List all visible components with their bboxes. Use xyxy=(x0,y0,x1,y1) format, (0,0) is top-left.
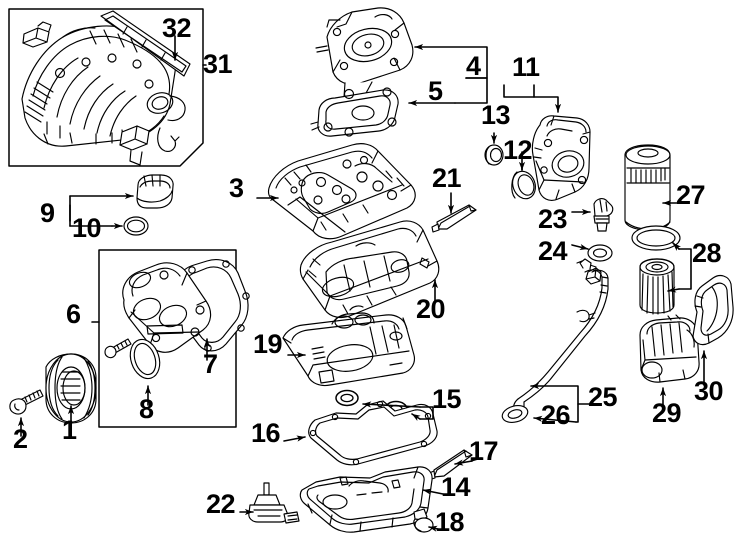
callout-23[interactable]: 23 xyxy=(538,204,568,234)
part-oil-filler-cap-seal xyxy=(123,216,149,236)
part-intake-manifold-gasket xyxy=(100,10,191,77)
part-oil-pressure-switch xyxy=(593,198,614,232)
callout-12[interactable]: 12 xyxy=(503,135,533,165)
callout-15[interactable]: 15 xyxy=(432,384,462,414)
part-crankshaft-front-seal xyxy=(511,170,536,200)
part-camshaft-seal-plug xyxy=(484,144,504,166)
part-engine-oil-cooler xyxy=(639,314,700,383)
part-vacuum-pump-housing xyxy=(315,7,414,98)
part-oil-drain-plug xyxy=(413,508,434,533)
callout-1[interactable]: 1 xyxy=(62,415,77,445)
part-dipstick-tube-seal xyxy=(501,404,529,424)
callout-11[interactable]: 11 xyxy=(512,52,540,82)
part-intake-manifold xyxy=(21,25,186,147)
callout-9[interactable]: 9 xyxy=(40,198,55,228)
part-timing-cover-bolt xyxy=(104,338,132,359)
part-valve-cover xyxy=(267,143,416,240)
callout-25[interactable]: 25 xyxy=(588,382,618,412)
part-manifold-bracket-lower xyxy=(119,125,150,166)
callout-19[interactable]: 19 xyxy=(253,329,283,359)
leader-lines xyxy=(17,35,708,532)
callout-28[interactable]: 28 xyxy=(692,238,722,268)
part-oil-filter-cartridge xyxy=(624,144,671,231)
part-oil-pan xyxy=(299,466,433,533)
callout-30[interactable]: 30 xyxy=(694,376,724,406)
callout-8[interactable]: 8 xyxy=(139,394,154,424)
part-vacuum-pump-gasket xyxy=(310,87,399,137)
part-oil-pressure-switch-seal xyxy=(587,244,613,262)
callout-7[interactable]: 7 xyxy=(203,349,218,379)
callout-29[interactable]: 29 xyxy=(652,398,682,428)
callout-21[interactable]: 21 xyxy=(432,163,462,193)
part-oil-filter-o-ring xyxy=(631,225,681,251)
callout-5[interactable]: 5 xyxy=(428,76,443,106)
part-pulley-bolt xyxy=(9,389,44,415)
part-crankshaft-pulley xyxy=(45,353,97,424)
callout-10[interactable]: 10 xyxy=(72,213,102,243)
callout-3[interactable]: 3 xyxy=(229,173,244,203)
part-oil-filler-cap xyxy=(136,174,174,209)
callout-24[interactable]: 24 xyxy=(538,236,568,266)
part-oil-pan-gasket xyxy=(308,400,438,466)
callout-27[interactable]: 27 xyxy=(676,180,706,210)
callout-26[interactable]: 26 xyxy=(541,400,571,430)
part-oil-level-sensor xyxy=(248,482,300,524)
callout-13[interactable]: 13 xyxy=(481,100,511,130)
part-oil-filter-element xyxy=(639,258,675,315)
callout-16[interactable]: 16 xyxy=(251,418,281,448)
callout-2[interactable]: 2 xyxy=(13,424,28,454)
callout-17[interactable]: 17 xyxy=(469,436,499,466)
callout-32[interactable]: 32 xyxy=(162,13,192,43)
callout-22[interactable]: 22 xyxy=(206,489,236,519)
part-oil-cooler-gasket-duct xyxy=(692,275,734,346)
part-oil-pan-seal-ring-a xyxy=(335,389,359,407)
part-upper-oil-pan xyxy=(299,220,440,319)
part-front-timing-case-cover xyxy=(531,115,591,201)
part-manifold-hook-clip xyxy=(157,127,180,152)
callout-4[interactable]: 4 xyxy=(466,51,481,81)
callout-14[interactable]: 14 xyxy=(441,472,471,502)
part-manifold-bracket-upper xyxy=(22,21,52,48)
callout-6[interactable]: 6 xyxy=(66,299,81,329)
callout-18[interactable]: 18 xyxy=(435,507,465,537)
callout-31[interactable]: 31 xyxy=(203,49,233,79)
part-oil-baffle xyxy=(282,305,416,387)
part-sealant-tube-small xyxy=(431,204,477,233)
callout-20[interactable]: 20 xyxy=(416,294,446,324)
part-timing-cover xyxy=(122,262,212,353)
part-timing-cover-o-ring xyxy=(129,338,161,380)
